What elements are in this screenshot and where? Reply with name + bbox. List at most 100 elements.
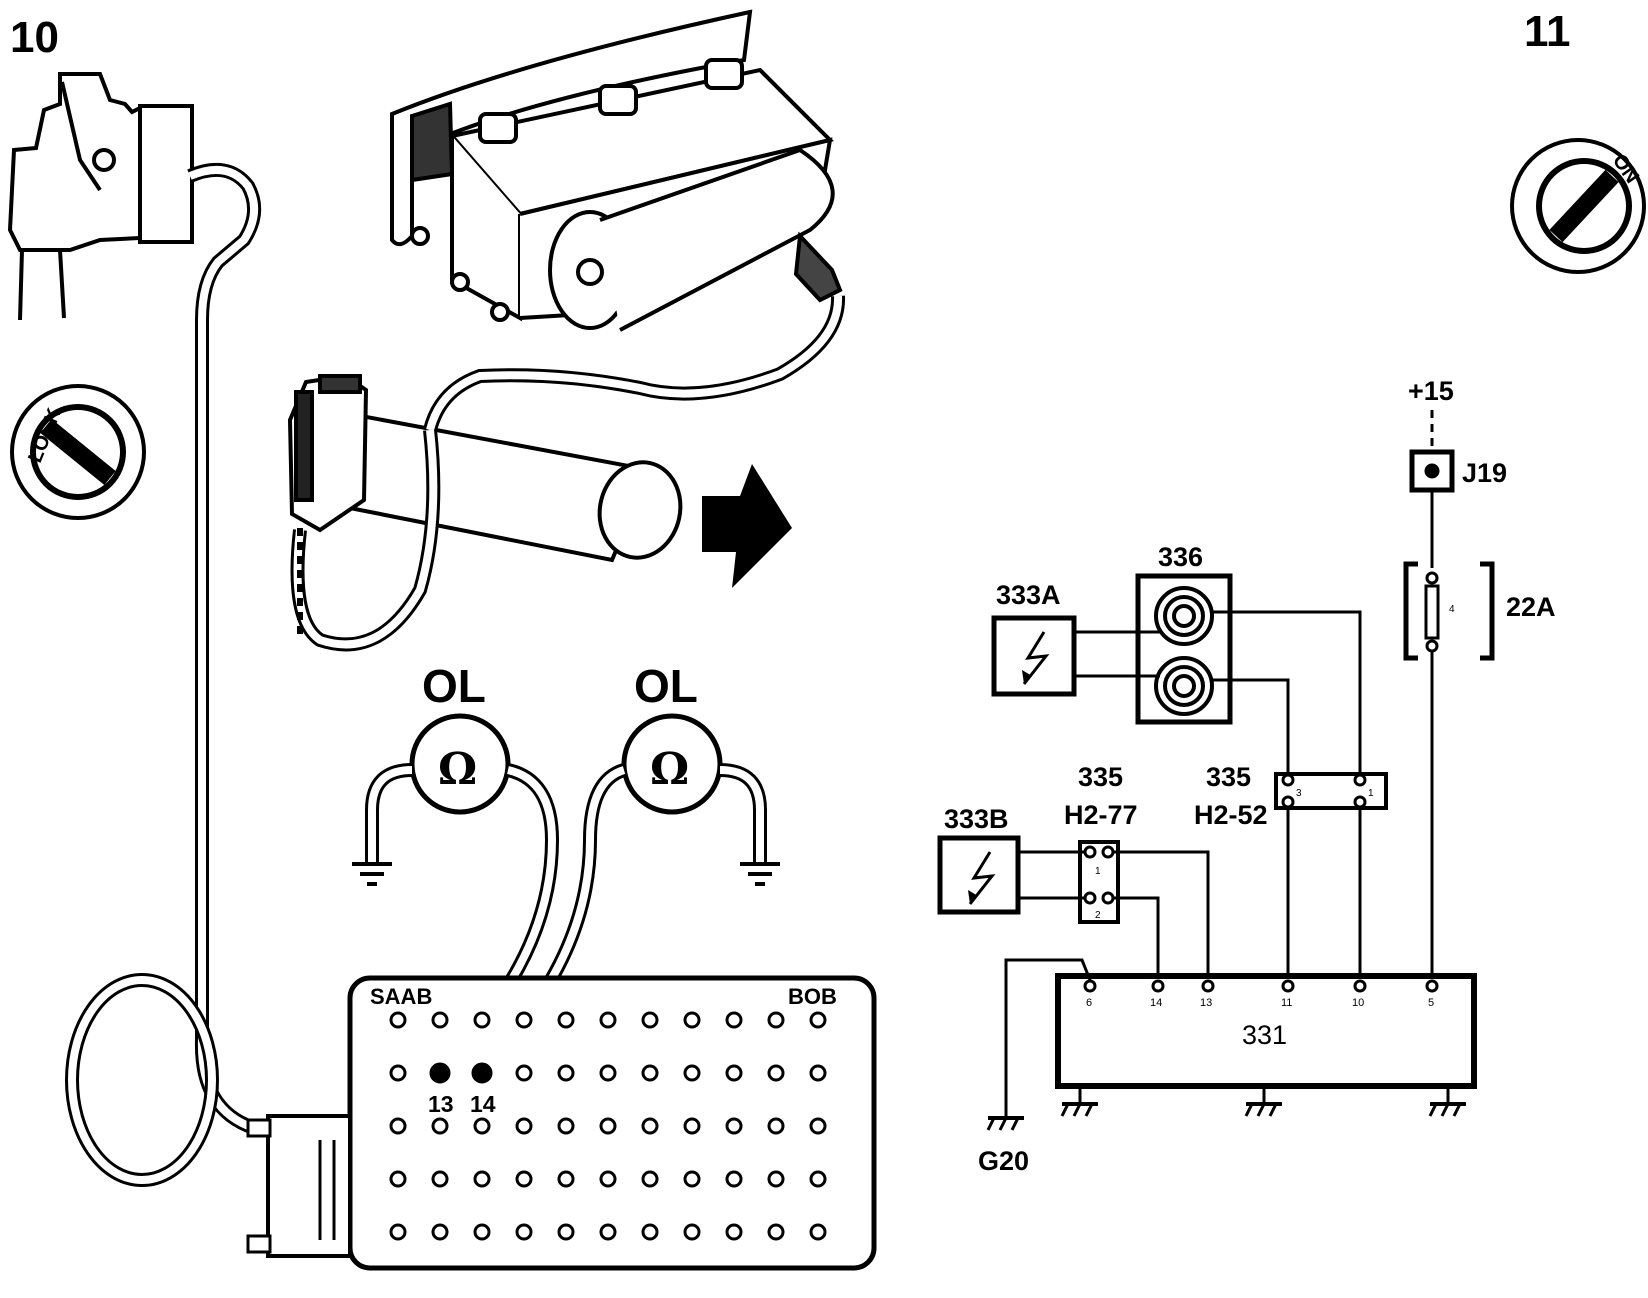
bob-socket xyxy=(725,1223,743,1241)
step-number-right: 11 xyxy=(1524,7,1571,56)
fuse-number: 4 xyxy=(1449,604,1455,615)
bob-socket xyxy=(515,1011,533,1029)
conn-2-pin-a: 3 xyxy=(1296,788,1302,799)
passenger-airbag-module xyxy=(390,9,843,332)
cu-pin-13: 13 xyxy=(1200,997,1212,1009)
bob-socket xyxy=(725,1011,743,1029)
airbag-b-box xyxy=(937,835,1021,915)
airbag-a-label: 333A xyxy=(996,580,1061,610)
bob-socket xyxy=(809,1064,827,1082)
bob-socket xyxy=(599,1064,617,1082)
j19-label: J19 xyxy=(1462,458,1507,488)
airbag-b-label: 333B xyxy=(944,804,1009,834)
fuse-label: 22A xyxy=(1506,592,1556,622)
bob-socket xyxy=(389,1011,407,1029)
bob-socket xyxy=(431,1117,449,1135)
bob-socket xyxy=(557,1117,575,1135)
cu-pin-6: 6 xyxy=(1086,997,1092,1009)
bob-socket xyxy=(515,1170,533,1188)
bob-socket xyxy=(431,1170,449,1188)
bob-socket xyxy=(725,1170,743,1188)
bob-socket xyxy=(641,1223,659,1241)
bob-socket xyxy=(683,1170,701,1188)
bob-socket xyxy=(389,1170,407,1188)
bob-socket xyxy=(767,1117,785,1135)
bob-brand: SAAB xyxy=(370,984,432,1009)
direction-arrow xyxy=(702,464,792,588)
bob-socket xyxy=(431,1223,449,1241)
bob-socket xyxy=(725,1064,743,1082)
ignition-lock-right: ON xyxy=(1510,138,1646,274)
airbag-inflator xyxy=(287,373,683,563)
bob-socket xyxy=(557,1223,575,1241)
bob-name: BOB xyxy=(788,984,837,1009)
ground-label: G20 xyxy=(978,1146,1029,1176)
bob-harness xyxy=(65,163,261,1187)
bob-socket xyxy=(809,1117,827,1135)
bob-socket xyxy=(599,1170,617,1188)
bob-socket xyxy=(641,1117,659,1135)
conn-1-code: H2-77 xyxy=(1064,800,1138,830)
bob-socket xyxy=(431,1011,449,1029)
conn-1-pin-b: 2 xyxy=(1095,910,1101,921)
breakout-box: SAAB BOB 13 14 xyxy=(246,975,877,1271)
step-number-left: 10 xyxy=(10,13,59,62)
control-unit-pins xyxy=(1083,979,1439,993)
bob-socket xyxy=(767,1223,785,1241)
bob-socket xyxy=(557,1064,575,1082)
bob-socket xyxy=(557,1170,575,1188)
control-unit-label: 331 xyxy=(1242,1020,1287,1050)
conn-2-box xyxy=(1274,772,1388,810)
bob-socket xyxy=(473,1011,491,1029)
bob-socket xyxy=(473,1170,491,1188)
meter-1-symbol: Ω xyxy=(438,744,477,795)
bob-socket xyxy=(809,1011,827,1029)
airbag-a-box xyxy=(991,615,1077,697)
bob-socket xyxy=(767,1011,785,1029)
bob-socket xyxy=(683,1117,701,1135)
meter-2-symbol: Ω xyxy=(650,744,689,795)
bob-pin-14-label: 14 xyxy=(470,1091,496,1117)
bob-socket xyxy=(599,1223,617,1241)
inflator-harness xyxy=(290,295,846,652)
bob-socket xyxy=(473,1223,491,1241)
bob-socket xyxy=(389,1223,407,1241)
bob-socket xyxy=(767,1170,785,1188)
conn-2-id: 335 xyxy=(1206,762,1251,792)
cu-pin-14: 14 xyxy=(1150,997,1162,1009)
bob-pin-grid xyxy=(389,1011,827,1241)
conn-1-id: 335 xyxy=(1078,762,1123,792)
schematic: +15 J19 4 22A 336 333A 335 xyxy=(937,376,1556,1176)
clock-spring-box xyxy=(1135,573,1233,725)
bob-socket xyxy=(683,1011,701,1029)
fuse-box xyxy=(1403,561,1495,661)
steering-column-connector xyxy=(7,72,194,321)
bob-socket xyxy=(725,1117,743,1135)
bob-socket xyxy=(389,1117,407,1135)
conn-2-pin-b: 1 xyxy=(1368,788,1374,799)
bob-socket xyxy=(515,1223,533,1241)
cu-pin-11: 11 xyxy=(1281,997,1292,1009)
bob-socket xyxy=(599,1117,617,1135)
bob-socket xyxy=(473,1117,491,1135)
ignition-lock-left: LOCK xyxy=(10,384,146,520)
control-unit-box xyxy=(1055,973,1477,1089)
clock-spring-label: 336 xyxy=(1158,542,1203,572)
bob-socket xyxy=(641,1011,659,1029)
bob-socket xyxy=(641,1064,659,1082)
bob-socket xyxy=(641,1170,659,1188)
cu-pin-5: 5 xyxy=(1428,997,1434,1009)
conn-2-code: H2-52 xyxy=(1194,800,1268,830)
bob-socket xyxy=(389,1064,407,1082)
bob-socket xyxy=(599,1011,617,1029)
bob-socket xyxy=(767,1064,785,1082)
bob-socket xyxy=(515,1117,533,1135)
conn-1-pin-a: 1 xyxy=(1095,866,1101,877)
bob-socket-14 xyxy=(471,1062,493,1084)
bob-socket xyxy=(809,1223,827,1241)
bob-socket xyxy=(557,1011,575,1029)
conn-1-box xyxy=(1078,840,1120,924)
bob-socket xyxy=(683,1223,701,1241)
bob-socket xyxy=(515,1064,533,1082)
